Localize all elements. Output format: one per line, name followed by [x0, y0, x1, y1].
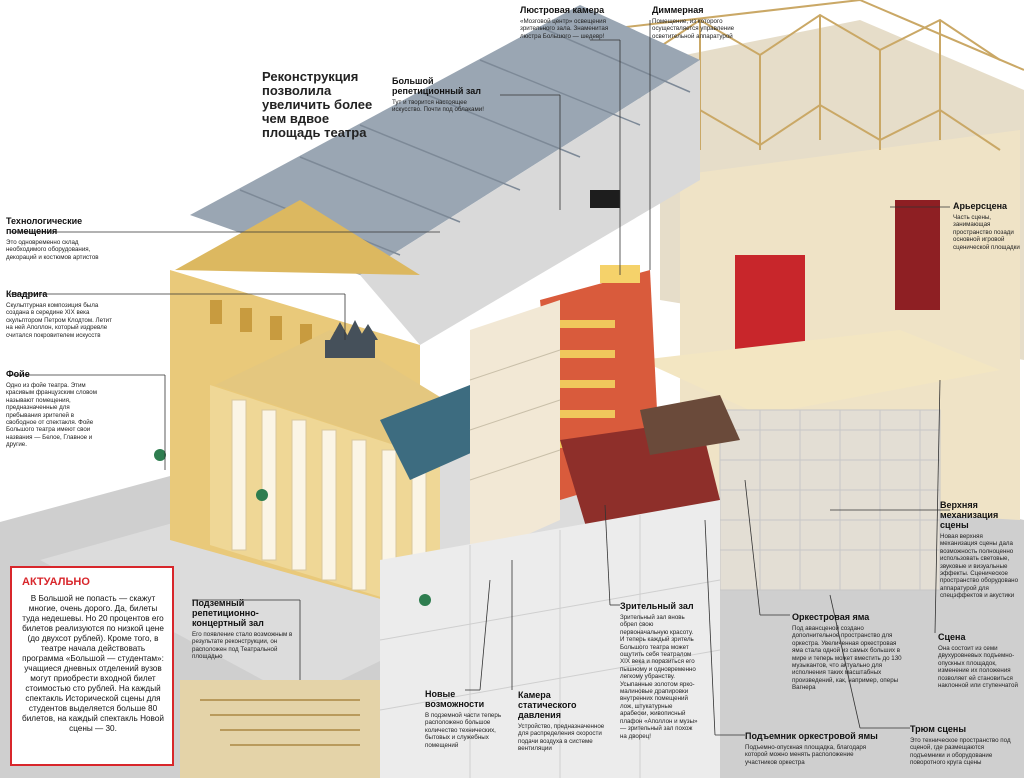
grand-piano — [590, 190, 620, 208]
concert-hall-steps — [200, 699, 360, 746]
callout-text: Его появление стало возможным в результа… — [192, 631, 293, 661]
callout-title: Подъемник оркестровой ямы — [745, 731, 878, 741]
callout-text: Это техническое пространство под сценой,… — [910, 737, 1011, 767]
callout-title: Зрительный зал — [620, 601, 694, 611]
callout-text: Она состоит из семи двухуровневых подъем… — [938, 645, 1018, 690]
square-trees — [154, 449, 431, 606]
callout-title: Сцена — [938, 632, 966, 642]
actual-title: АКТУАЛЬНО — [22, 576, 90, 588]
floor-lines — [469, 349, 561, 481]
callout-pit-lift: Подъемник оркестровой ямы Подъемно-опуск… — [745, 731, 885, 766]
callout-title: Люстровая камера — [520, 5, 605, 15]
quadriga-sculpture — [325, 320, 378, 358]
callout-text: Под авансценой создано дополнительное пр… — [792, 625, 902, 692]
interior-rooms — [470, 300, 560, 560]
callout-lustre-chamber: Люстровая камера «Мозговой центр» освеще… — [520, 5, 625, 40]
actual-info-box: АКТУАЛЬНО В Большой не попасть — скажут … — [10, 566, 174, 766]
callout-upper-mechanization: Верхняя механизация сцены Новая верхняя … — [940, 500, 1022, 600]
callout-title: Трюм сцены — [910, 724, 967, 734]
rehearsal-hall-floor — [360, 60, 700, 345]
under-stage-machinery — [719, 409, 941, 591]
callout-title: Оркестровая яма — [792, 612, 870, 622]
callout-text: Новая верхняя механизация сцены дала воз… — [940, 533, 1019, 600]
callout-stage-hold: Трюм сцены Это техническое пространство … — [910, 724, 1020, 767]
callout-title: Арьерсцена — [953, 201, 1008, 211]
callout-text: Скульптурная композиция была создана в с… — [6, 302, 112, 339]
facade-pediment — [175, 200, 420, 275]
callout-title: Подземный репетиционно-концертный зал — [192, 598, 264, 628]
callout-text: Зрительный зал вновь обрел свою первонач… — [620, 614, 698, 740]
callout-title: Технологические помещения — [6, 216, 83, 236]
callout-text: Подъемно-опускная площадка, благодаря ко… — [745, 744, 867, 766]
callout-title: Диммерная — [652, 5, 704, 15]
stage-floor — [640, 330, 1000, 415]
callout-text: Помещение, из которого осуществляется уп… — [652, 18, 735, 40]
callout-stage: Сцена Она состоит из семи двухуровневых … — [938, 632, 1022, 689]
callout-static-pressure-chamber: Камера статического давления Устройство,… — [518, 690, 608, 753]
callout-title: Новые возможности — [425, 689, 485, 709]
leader-lines — [10, 20, 950, 736]
underground-grid — [379, 515, 721, 778]
callout-text: «Мозговой центр» освещения зрительного з… — [520, 18, 609, 40]
callout-orchestra-pit: Оркестровая яма Под авансценой создано д… — [792, 612, 907, 692]
callout-rehearsal-hall: Большой репетиционный зал Тут и творится… — [392, 76, 497, 114]
callout-text: В подземной части теперь расположено бол… — [425, 712, 502, 749]
callout-text: Устройство, предназначенное для распреде… — [518, 723, 605, 753]
backstage-curtain — [895, 200, 940, 310]
underground-technical-level — [380, 500, 720, 778]
headline: Реконструкция позволила увеличить более … — [262, 69, 373, 140]
callout-quadriga: Квадрига Скульптурная композиция была со… — [6, 289, 114, 339]
orchestra-pit — [640, 395, 740, 455]
callout-title: Фойе — [6, 369, 30, 379]
callout-title: Камера статического давления — [518, 690, 577, 720]
callout-title: Верхняя механизация сцены — [940, 500, 999, 530]
main-roof — [190, 5, 700, 275]
callout-title: Квадрига — [6, 289, 48, 299]
callout-tech-rooms: Технологические помещения Это одновремен… — [6, 216, 114, 261]
callout-new-opportunities: Новые возможности В подземной части тепе… — [425, 689, 505, 749]
callout-title: Большой репетиционный зал — [392, 76, 481, 96]
callout-text: Часть сцены, занимающая пространство поз… — [953, 214, 1020, 251]
callout-dimmer: Диммерная Помещение, из которого осущест… — [652, 5, 762, 40]
callout-foyer: Фойе Одно из фойе театра. Этим красивым … — [6, 369, 106, 449]
callout-text: Это одновременно склад необходимого обор… — [6, 239, 99, 261]
callout-text: Одно из фойе театра. Этим красивым франц… — [6, 382, 97, 449]
actual-text: В Большой не попасть — скажут многие, оч… — [22, 594, 164, 733]
callout-backstage: Арьерсцена Часть сцены, занимающая прост… — [953, 201, 1021, 251]
callout-auditorium: Зрительный зал Зрительный зал вновь обре… — [620, 601, 698, 740]
stage-curtain — [735, 255, 805, 355]
callout-text: Тут и творится настоящее искусство. Почт… — [392, 99, 484, 114]
callout-underground-concert-hall: Подземный репетиционно-концертный зал Ег… — [192, 598, 300, 661]
